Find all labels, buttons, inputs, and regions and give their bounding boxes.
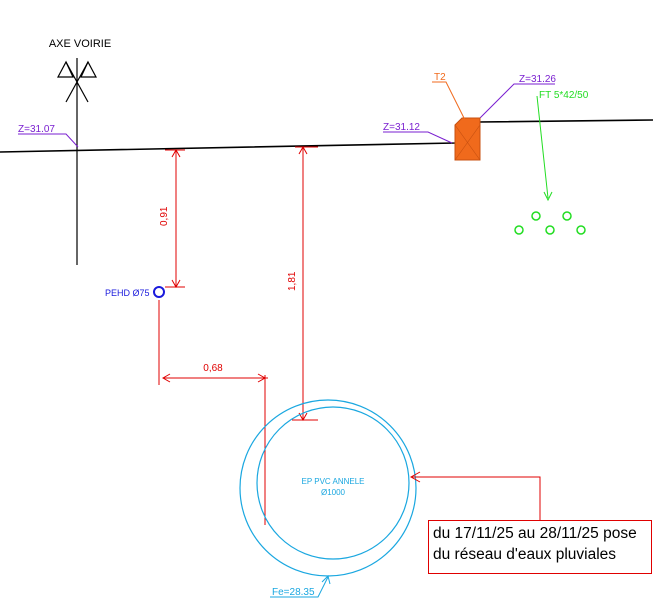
dimension-pehd-depth (165, 148, 185, 289)
road-axis-symbol (57, 58, 97, 265)
dimension-main-depth-label: 1,81 (287, 271, 298, 291)
main-pipe-label-line2: Ø1000 (321, 488, 346, 497)
road-surface-line (0, 119, 653, 153)
axis-label: AXE VOIRIE (49, 38, 111, 50)
dimension-main-depth (292, 145, 318, 422)
pehd-pipe (153, 286, 165, 298)
telecom-label: FT 5*42/50 (539, 90, 589, 101)
elevation-left-label: Z=31.07 (18, 124, 55, 135)
telecom-leader (536, 95, 553, 202)
elevation-right-leader (477, 83, 555, 121)
dimension-horizontal (158, 300, 268, 525)
dimension-pehd-depth-label: 0,91 (159, 206, 170, 226)
callout-leader (409, 471, 541, 520)
chamber-t2 (454, 117, 481, 161)
telecom-ducts (514, 211, 586, 235)
elevation-left-leader (18, 133, 79, 148)
dimension-horizontal-label: 0,68 (203, 363, 223, 374)
elevation-middle-leader (383, 131, 453, 144)
invert-leader (270, 575, 331, 598)
main-pipe-label-line1: EP PVC ANNELE (302, 477, 365, 486)
elevation-right-label: Z=31.26 (519, 74, 556, 85)
elevation-middle-label: Z=31.12 (383, 122, 420, 133)
callout-line1: du 17/11/25 au 28/11/25 pose (433, 525, 637, 542)
invert-label: Fe=28.35 (272, 587, 315, 598)
pehd-label: PEHD Ø75 (105, 288, 150, 298)
callout-line2: du réseau d'eaux pluviales (433, 546, 617, 563)
chamber-leader (432, 81, 466, 121)
work-dates-callout: du 17/11/25 au 28/11/25 pose du réseau d… (428, 520, 652, 574)
chamber-label: T2 (434, 72, 446, 83)
